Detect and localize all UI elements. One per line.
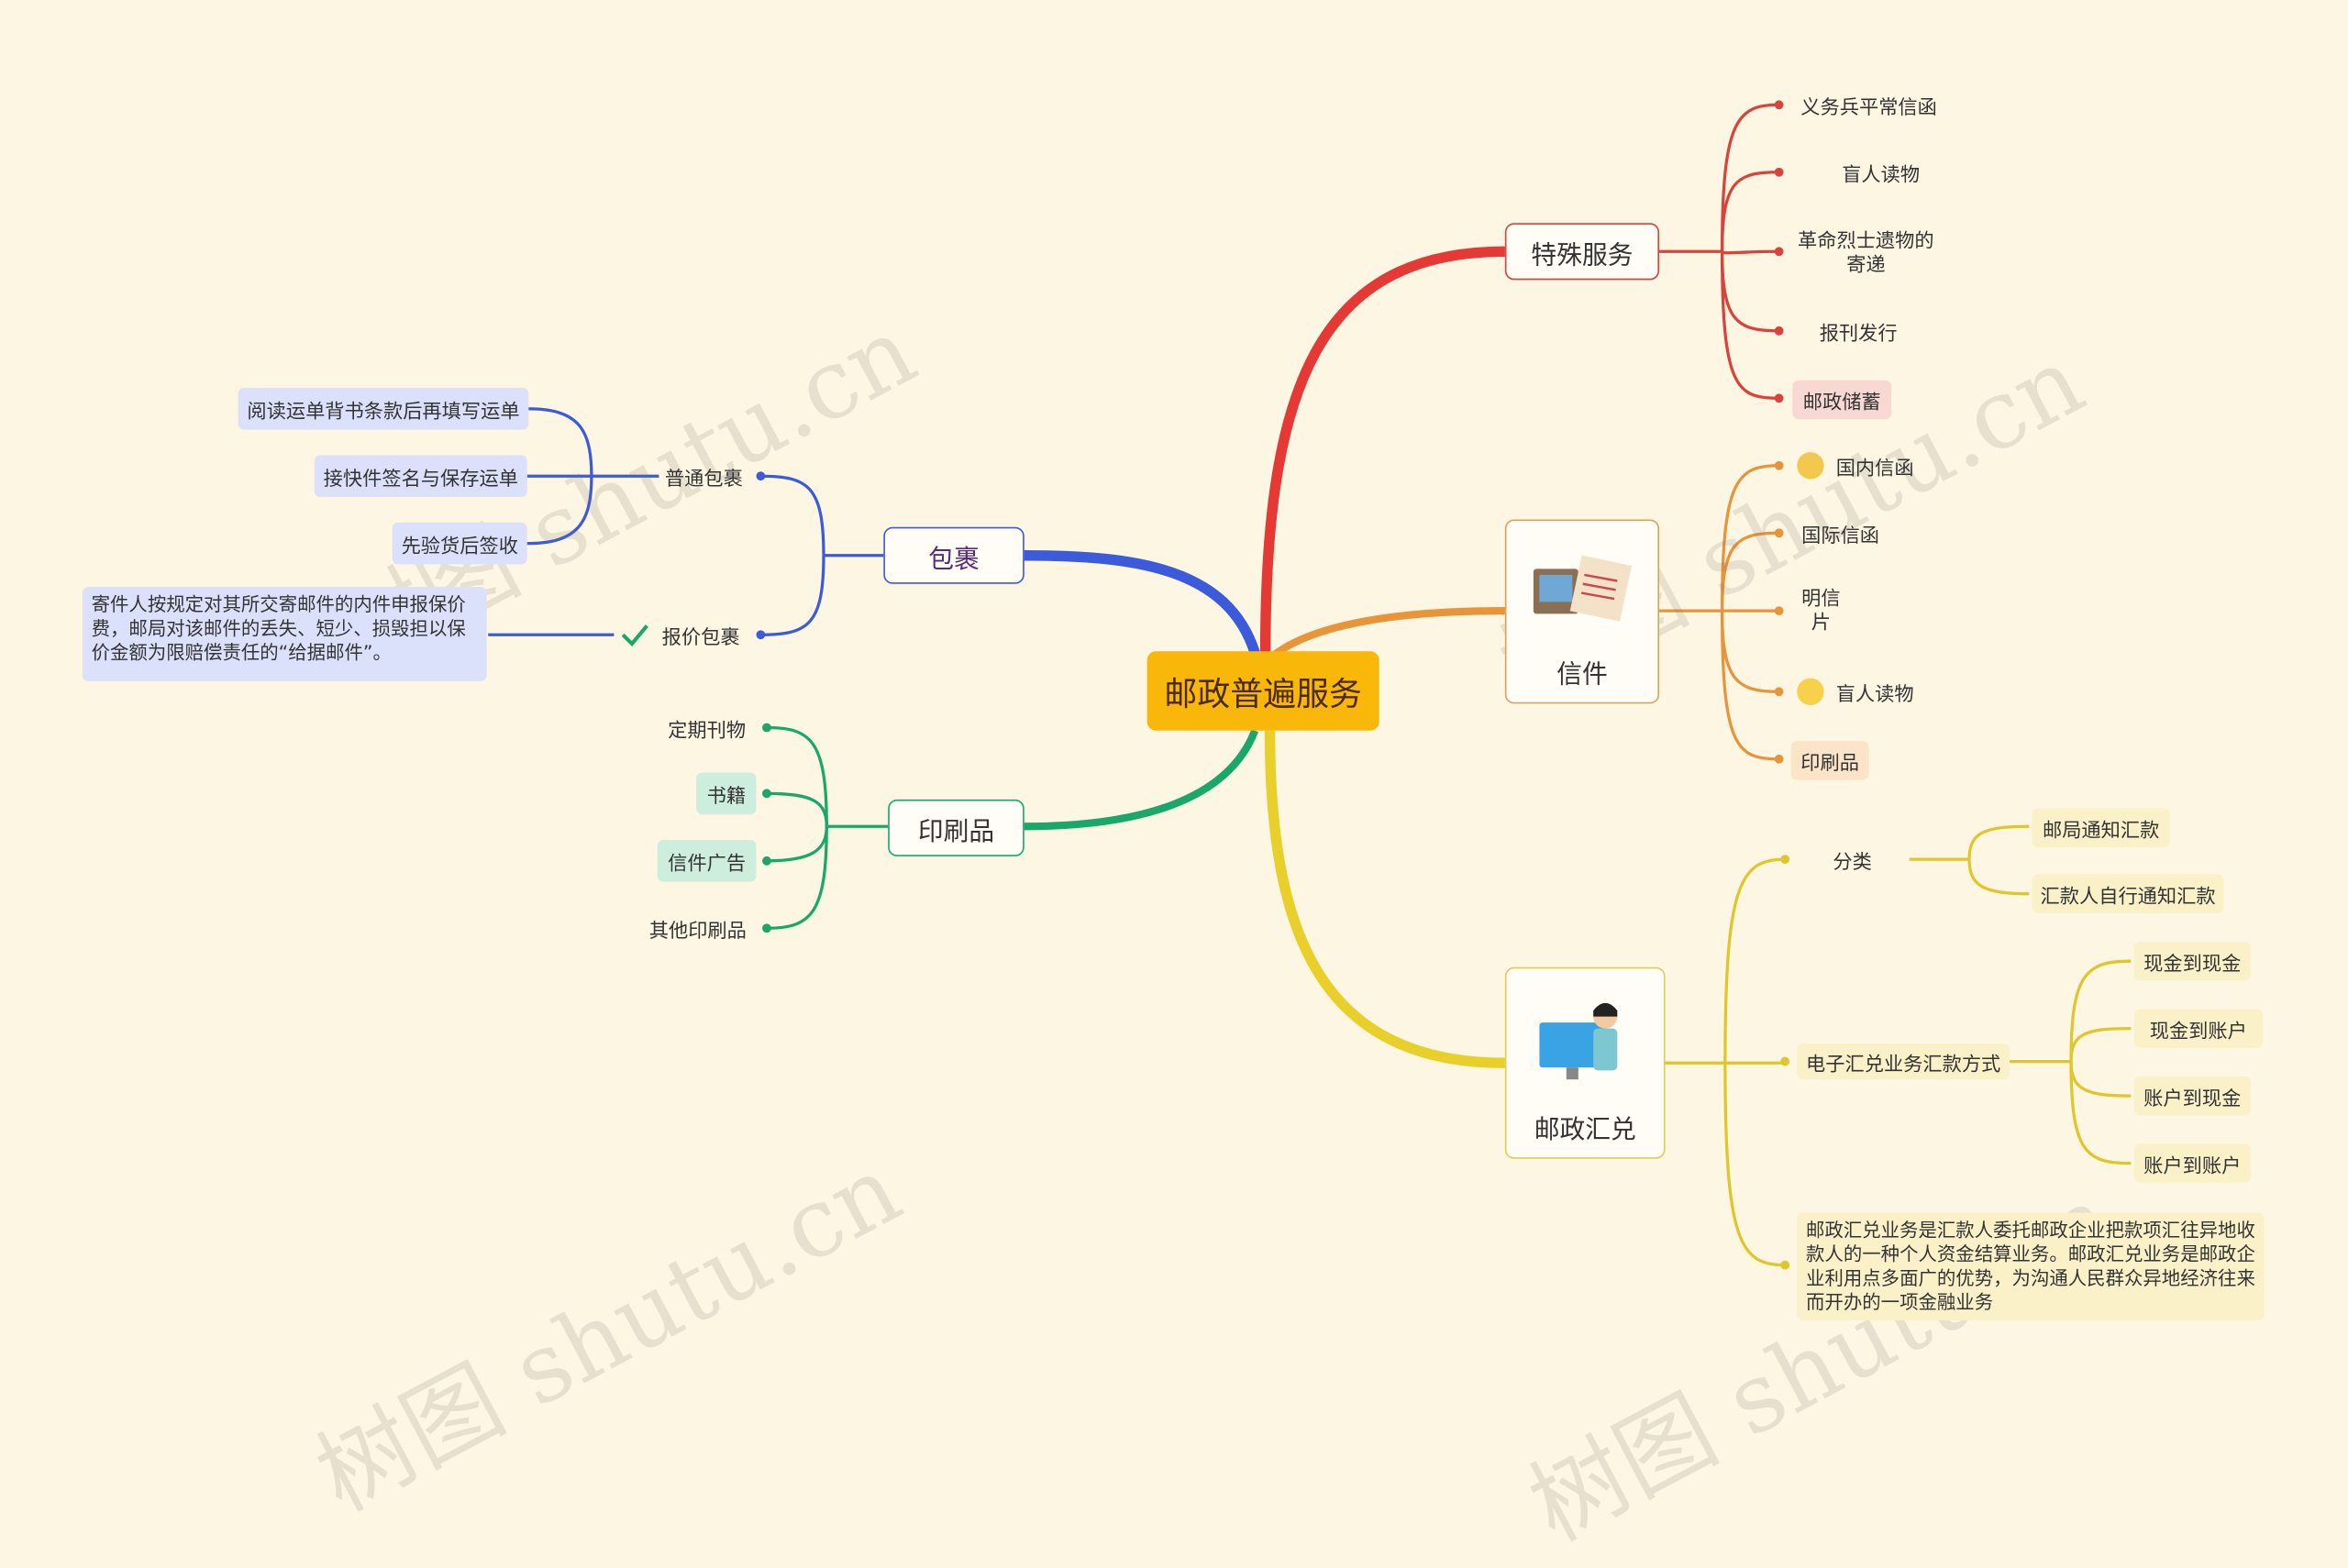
branch-parcel[interactable]: 包裹 (883, 526, 1024, 584)
letters-item[interactable]: 明信片 (1801, 588, 1841, 635)
branch-printed-matter[interactable]: 印刷品 (888, 799, 1024, 856)
letters-item-label: 国内信函 (1835, 457, 1914, 480)
branch-special-services[interactable]: 特殊服务 (1504, 223, 1660, 281)
branch-postal-remittance-label: 邮政汇兑 (1534, 1115, 1636, 1146)
letters-item-highlight[interactable]: 印刷品 (1790, 741, 1869, 780)
remit-electronic[interactable]: 电子汇兑业务汇款方式 (1797, 1043, 2010, 1080)
letters-item-label: 盲人读物 (1835, 683, 1914, 706)
special-item[interactable]: 义务兵平常信函 (1800, 96, 1937, 119)
letters-item[interactable]: 国际信函 (1801, 525, 1880, 547)
printed-item[interactable]: 其他印刷品 (648, 920, 747, 943)
branch-postal-remittance[interactable]: 邮政汇兑 (1504, 966, 1666, 1159)
letters-illustration-icon (1533, 555, 1632, 622)
remit-category-item[interactable]: 汇款人自行通知汇款 (2032, 874, 2224, 913)
checkmark-icon (621, 624, 648, 647)
remit-description[interactable]: 邮政汇兑业务是汇款人委托邮政企业把款项汇往异地收款人的一种个人资金结算业务。邮政… (1797, 1212, 2265, 1321)
special-item-highlight[interactable]: 邮政储蓄 (1792, 380, 1892, 420)
parcel-normal-item[interactable]: 阅读运单背书条款后再填写运单 (238, 387, 529, 430)
connector-lines (488, 100, 2132, 1270)
remit-category[interactable]: 分类 (1833, 851, 1872, 874)
lightbulb-icon (1797, 678, 1824, 706)
branch-letters-label: 信件 (1556, 660, 1608, 690)
remit-electronic-item[interactable]: 账户到账户 (2133, 1143, 2251, 1183)
parcel-insured[interactable]: 报价包裹 (620, 618, 755, 651)
special-item[interactable]: 报刊发行 (1819, 322, 1898, 346)
printed-item-highlight[interactable]: 信件广告 (657, 839, 757, 882)
remit-electronic-item[interactable]: 现金到账户 (2133, 1009, 2264, 1048)
letters-item[interactable]: 国内信函 (1797, 449, 1932, 482)
mind-map-canvas: 树图 shutu.cn 树图 shutu.cn 树图 shutu.cn 树图 s… (82, 96, 2265, 1563)
remit-electronic-item[interactable]: 账户到现金 (2133, 1076, 2251, 1116)
star-badge-icon (1797, 452, 1824, 480)
root-node[interactable]: 邮政普遍服务 (1146, 651, 1379, 731)
parcel-insured-note[interactable]: 寄件人按规定对其所交寄邮件的内件申报保价费，邮局对该邮件的丢失、短少、损毁担以保… (82, 587, 487, 681)
letters-item[interactable]: 盲人读物 (1797, 675, 1932, 708)
parcel-normal[interactable]: 普通包裹 (664, 468, 743, 491)
branch-letters[interactable]: 信件 (1504, 519, 1660, 704)
printed-item[interactable]: 定期刊物 (668, 719, 747, 743)
parcel-insured-label: 报价包裹 (661, 626, 740, 649)
teacher-illustration-icon (1538, 1002, 1617, 1080)
special-item[interactable]: 革命烈士遗物的寄递 (1798, 230, 1934, 278)
printed-item-highlight[interactable]: 书籍 (696, 772, 757, 815)
remit-category-item[interactable]: 邮局通知汇款 (2032, 808, 2170, 848)
parcel-normal-item[interactable]: 接快件签名与保存运单 (314, 455, 527, 498)
parcel-normal-item[interactable]: 先验货后签收 (392, 522, 527, 565)
special-item[interactable]: 盲人读物 (1842, 163, 1921, 187)
remit-electronic-item[interactable]: 现金到现金 (2133, 941, 2251, 981)
